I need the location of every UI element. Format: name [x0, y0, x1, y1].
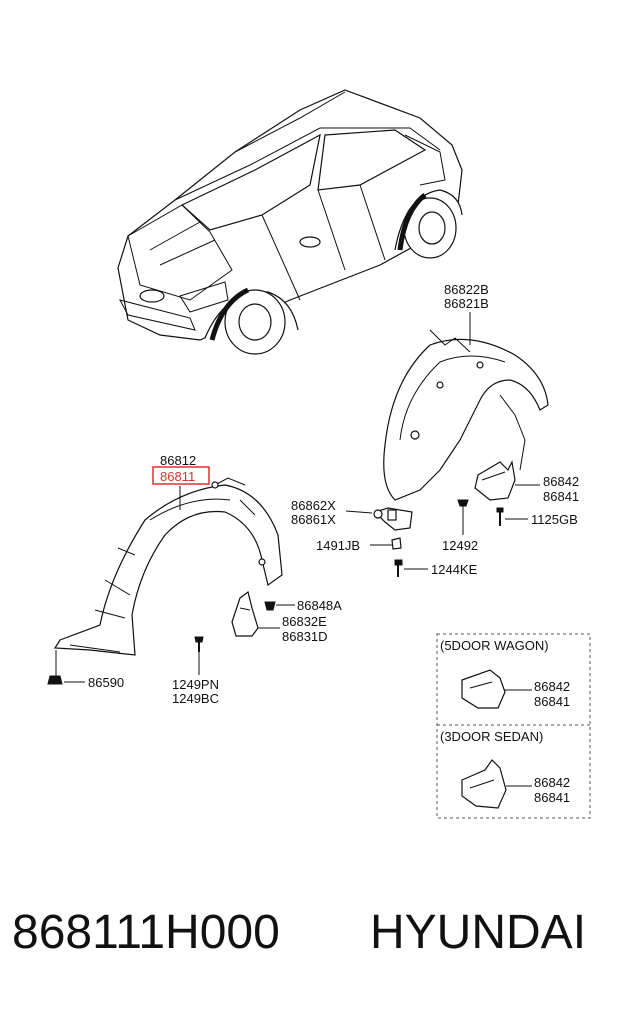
- label-86848A: 86848A: [297, 598, 342, 613]
- variant-3door-part-b: 86841: [534, 790, 570, 805]
- label-86831D: 86831D: [282, 629, 328, 644]
- variants-panel: (5DOOR WAGON) 86842 86841 (3DOOR SEDAN) …: [436, 633, 591, 819]
- variant-5door-part-b: 86841: [534, 694, 570, 709]
- footer-part-number: 868111H000: [12, 906, 280, 959]
- footer-brand: HYUNDAI: [370, 906, 587, 959]
- variant-title-3door: (3DOOR SEDAN): [440, 729, 543, 744]
- rear-mudguard: [474, 460, 516, 501]
- car-illustration: [117, 89, 463, 355]
- label-1249PN: 1249PN: [172, 677, 219, 692]
- label-1491JB: 1491JB: [316, 538, 360, 553]
- highlight-box: [152, 466, 210, 485]
- label-86812: 86812: [160, 453, 196, 468]
- label-86832E: 86832E: [282, 614, 327, 629]
- label-86590: 86590: [88, 675, 124, 690]
- screw-1249PN: [194, 636, 204, 652]
- clip-12492: [457, 499, 469, 514]
- label-86862X: 86862X: [291, 498, 336, 513]
- label-86821B: 86821B: [444, 296, 489, 311]
- label-1249BC: 1249BC: [172, 691, 219, 706]
- label-86822B: 86822B: [444, 282, 489, 297]
- clip-1491JB: [391, 537, 402, 550]
- screw-1244KE: [394, 559, 403, 577]
- variant-mudguard-5door: [461, 669, 506, 709]
- clip-86590: [47, 675, 63, 685]
- front-mudguard: [231, 590, 259, 637]
- footer-caption: 868111H000 HYUNDAI: [0, 905, 620, 975]
- bracket-86862X: [373, 507, 413, 531]
- rear-wheel-liner: [383, 329, 549, 501]
- parts-diagram: 86822B 86821B 86842 86841 12492 1125GB 8…: [47, 89, 591, 819]
- label-86842-main: 86842: [543, 474, 579, 489]
- variant-mudguard-3door: [461, 759, 507, 809]
- label-1244KE: 1244KE: [431, 562, 478, 577]
- label-86841-main: 86841: [543, 489, 579, 504]
- clip-86848A: [264, 601, 276, 611]
- label-86811-highlighted[interactable]: 86811: [160, 469, 195, 484]
- screw-1125GB: [496, 507, 504, 526]
- variant-title-5door: (5DOOR WAGON): [440, 638, 549, 653]
- label-86861X: 86861X: [291, 512, 336, 527]
- front-wheel-liner: [53, 477, 283, 656]
- label-12492: 12492: [442, 538, 478, 553]
- variant-3door-part-a: 86842: [534, 775, 570, 790]
- variant-5door-part-a: 86842: [534, 679, 570, 694]
- label-1125GB: 1125GB: [531, 512, 578, 527]
